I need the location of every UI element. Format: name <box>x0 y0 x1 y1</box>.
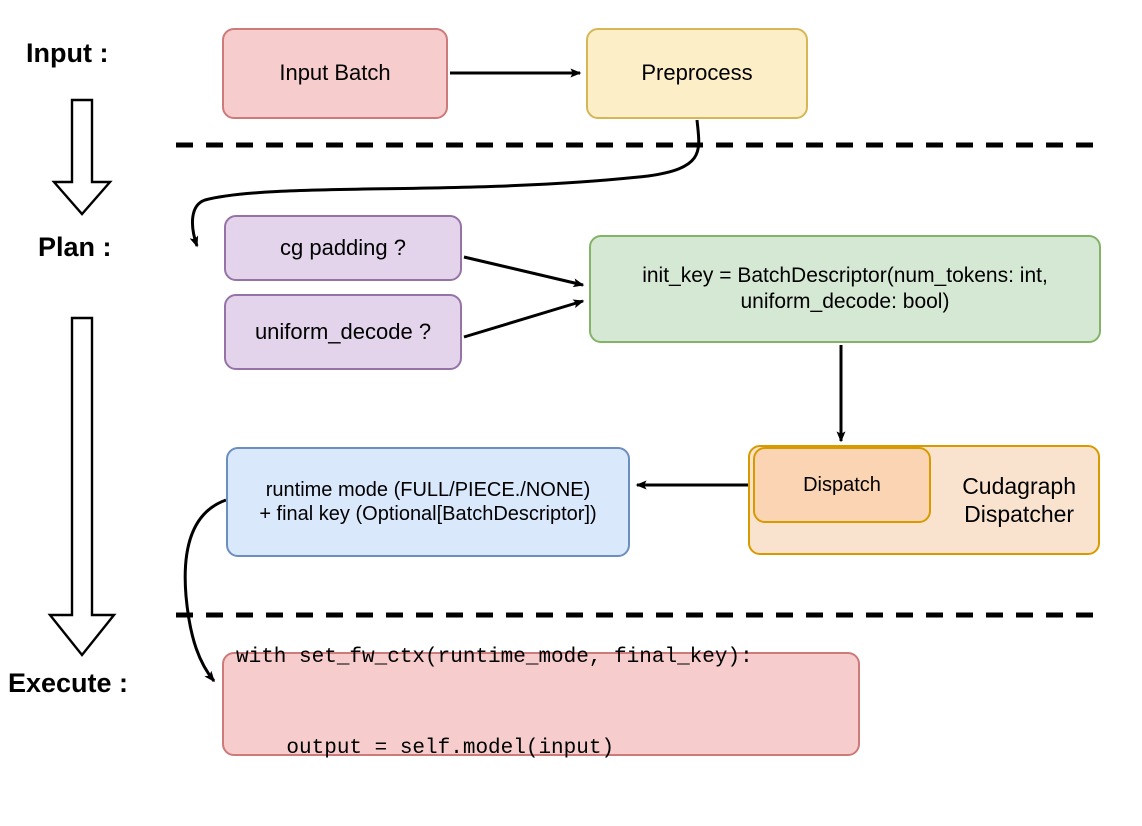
node-runtime-mode-line2: + final key (Optional[BatchDescriptor]) <box>259 503 597 525</box>
lane-label-execute: Execute : <box>8 668 129 698</box>
node-dispatch[interactable]: Dispatch <box>753 447 931 523</box>
node-uniform-decode[interactable]: uniform_decode ? <box>224 294 462 370</box>
node-cudagraph-dispatcher-text: Cudagraph Dispatcher <box>962 472 1076 528</box>
node-cg-padding[interactable]: cg padding ? <box>224 215 462 281</box>
node-runtime-mode-text: runtime mode (FULL/PIECE./NONE) + final … <box>259 478 596 527</box>
lane-label-input: Input : <box>26 38 109 68</box>
edge-uniform-decode-to-init-key <box>463 299 585 339</box>
node-preprocess[interactable]: Preprocess <box>586 28 808 119</box>
node-runtime-mode[interactable]: runtime mode (FULL/PIECE./NONE) + final … <box>226 447 630 557</box>
node-init-key-line2: uniform_decode: bool) <box>740 290 950 313</box>
node-cudagraph-dispatcher-line1: Cudagraph <box>962 472 1076 499</box>
node-runtime-mode-line1: runtime mode (FULL/PIECE./NONE) <box>265 478 591 501</box>
lane-label-plan: Plan : <box>38 232 112 262</box>
node-input-batch[interactable]: Input Batch <box>222 28 448 119</box>
node-cudagraph-dispatcher-line2: Dispatcher <box>964 501 1075 527</box>
node-preprocess-label: Preprocess <box>641 60 753 86</box>
node-dispatch-label: Dispatch <box>803 473 881 496</box>
node-init-key-line1: init_key = BatchDescriptor(num_tokens: i… <box>642 264 1048 288</box>
node-exec-code-line1: with set_fw_ctx(runtime_mode, final_key)… <box>236 646 753 670</box>
node-init-key-text: init_key = BatchDescriptor(num_tokens: i… <box>642 263 1048 314</box>
node-cg-padding-label: cg padding ? <box>280 234 406 260</box>
plan-to-execute-stage-arrow <box>47 316 117 657</box>
node-exec-code-line2: output = self.model(input) <box>236 737 615 761</box>
edge-runtime-mode-to-exec-code <box>183 498 227 683</box>
node-exec-code[interactable]: with set_fw_ctx(runtime_mode, final_key)… <box>222 646 860 760</box>
node-init-key[interactable]: init_key = BatchDescriptor(num_tokens: i… <box>589 235 1101 343</box>
diagram-canvas: Input : Plan : Execute : Input Batch Pre… <box>8 28 1101 760</box>
input-to-plan-stage-arrow <box>51 98 113 216</box>
edge-cg-padding-to-init-key <box>463 255 585 288</box>
node-uniform-decode-label: uniform_decode ? <box>254 318 432 344</box>
node-input-batch-label: Input Batch <box>279 60 391 86</box>
node-exec-code-text: with set_fw_ctx(runtime_mode, final_key)… <box>236 582 753 826</box>
